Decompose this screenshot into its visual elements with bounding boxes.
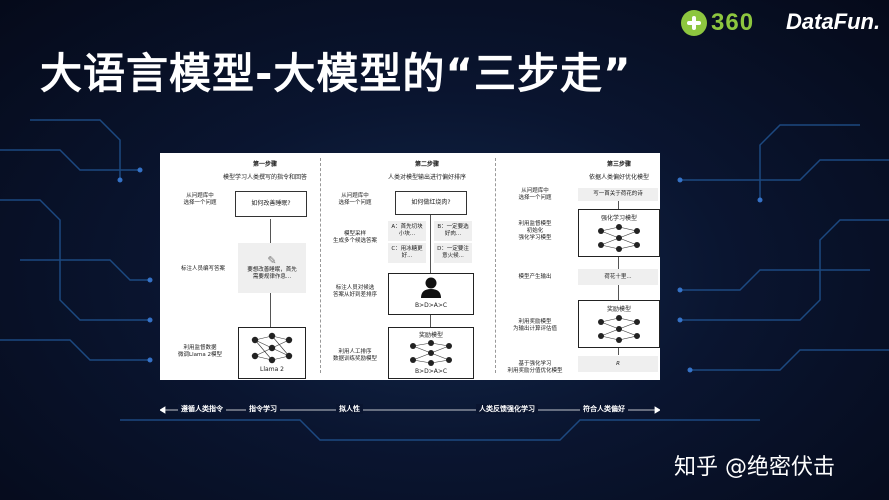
- timeline-arrows: [160, 406, 660, 414]
- step2-candidate-c: C：用冰糖更 好...: [388, 243, 426, 263]
- step3-output-box: 荷花十里...: [578, 269, 658, 285]
- step2-rm-ranking: B>D>A>C: [414, 368, 448, 375]
- step3-output-label: 模型产生输出: [518, 274, 552, 280]
- step3-reward-label: 利用奖励模型 为输出计算评估值: [512, 319, 557, 332]
- step3-init-label: 利用监督模型 初始化 强化学习模型: [518, 221, 552, 241]
- step3-heading: 第三步骤: [606, 161, 631, 168]
- step2-rank-box: B>D>A>C: [388, 273, 474, 315]
- logo-360-text: 360: [711, 9, 755, 36]
- step2-sample-label: 模型采样 生成多个候选答案: [332, 231, 377, 244]
- plus-circle-icon: [681, 10, 707, 36]
- watermark: 知乎 @绝密伏击: [674, 455, 835, 480]
- step2-rm-name: 奖励模型: [418, 332, 443, 339]
- step2-connector: [430, 215, 431, 327]
- step1-subtitle: 模型学习人类撰写的指令和回答: [222, 174, 307, 181]
- step3-rl-name: 强化学习模型: [600, 215, 637, 222]
- step1-select-label: 从问题库中 选择一个问题: [183, 193, 217, 206]
- step1-heading: 第一步骤: [252, 161, 277, 168]
- step3-rm-name: 奖励模型: [606, 306, 631, 313]
- step1-model-box: Llama 2: [238, 327, 306, 379]
- column-divider: [320, 158, 321, 373]
- step1-model-name: Llama 2: [260, 366, 284, 373]
- step2-rank-label: 标注人员对候选 答案从好到差排序: [332, 285, 377, 298]
- step3-reward-model-box: 奖励模型: [578, 300, 660, 348]
- step2-ranking: B>D>A>C: [414, 302, 448, 309]
- step2-candidate-d: D：一定要注 意火候...: [434, 243, 472, 263]
- logo-360: 360: [681, 9, 755, 36]
- timeline-label-rlhf: 人类反馈强化学习: [476, 404, 538, 414]
- step3-reward-box: R: [578, 356, 658, 372]
- person-icon: [421, 277, 441, 298]
- step2-reward-model-box: 奖励模型 B>D>A>C: [388, 327, 474, 379]
- timeline-label-human-preference: 符合人类偏好: [580, 404, 628, 414]
- step2-subtitle: 人类对模型输出进行偏好排序: [387, 174, 466, 181]
- pencil-icon: ✎: [267, 254, 277, 267]
- timeline-label-follow-instructions: 遵循人类指令: [178, 404, 226, 414]
- neural-network-icon: [598, 224, 640, 252]
- step2-question-box: 如何做红烧肉?: [395, 191, 467, 215]
- timeline-label-humanlike: 拟人性: [336, 404, 363, 414]
- step1-annotate-label: 标注人员编写答案: [180, 266, 225, 272]
- bottom-timeline: 遵循人类指令 指令学习 拟人性 人类反馈强化学习 符合人类偏好: [160, 400, 660, 420]
- step3-rl-model-box: 强化学习模型: [578, 209, 660, 257]
- step3-subtitle: 依据人类偏好优化模型: [588, 174, 649, 181]
- step1-train-label: 利用监督数据 微调Llama 2模型: [178, 345, 222, 358]
- step1-question-box: 如何改善睡眠?: [235, 191, 307, 217]
- step2-candidate-b: B：一定要选 好肉...: [434, 221, 472, 241]
- neural-network-icon: [410, 340, 452, 366]
- step3-question-box: 写一首关于荷花的诗: [578, 188, 658, 201]
- timeline-label-instruction-learning: 指令学习: [246, 404, 280, 414]
- neural-network-icon: [598, 315, 640, 343]
- step2-heading: 第二步骤: [414, 161, 439, 168]
- logo-datafun: DataFun.: [786, 9, 881, 34]
- step1-answer-box: ✎ 要想改善睡眠，首先 需要规律作息...: [238, 243, 306, 293]
- step3-select-label: 从问题库中 选择一个问题: [518, 188, 552, 201]
- step2-rm-label: 利用人工排序 数据训练奖励模型: [332, 349, 377, 362]
- step3-opt-label: 基于强化学习 利用奖励分值优化模型: [507, 361, 563, 374]
- neural-network-icon: [251, 332, 293, 364]
- step2-select-label: 从问题库中 选择一个问题: [338, 193, 372, 206]
- step2-candidate-a: A：首先切块 小块...: [388, 221, 426, 241]
- column-divider: [495, 158, 496, 373]
- diagram-panel: 第一步骤 模型学习人类撰写的指令和回答 从问题库中 选择一个问题 如何改善睡眠?…: [160, 153, 660, 380]
- page-title: 大语言模型-大模型的“三步走”: [40, 49, 632, 98]
